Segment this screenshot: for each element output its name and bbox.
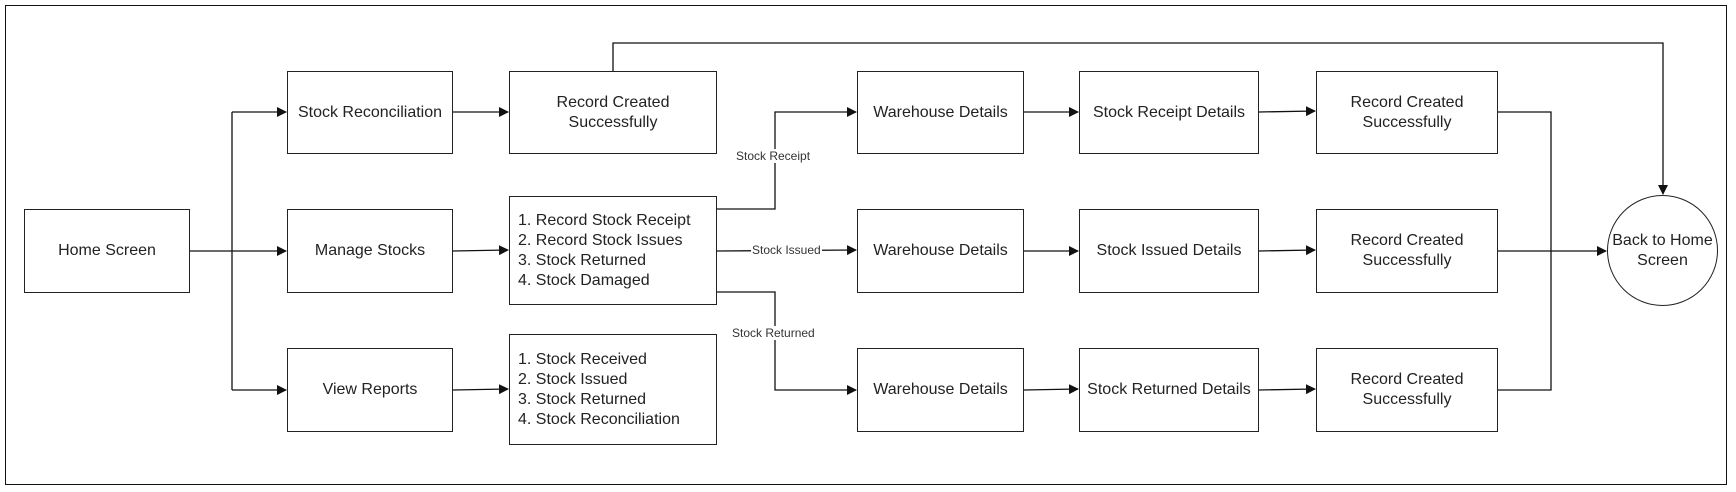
edge-reports-to-menu (452, 384, 509, 395)
list-item: 1. Record Stock Receipt (518, 211, 691, 229)
edge-issued-details-to-record (1258, 245, 1316, 256)
view-reports-node: View Reports (287, 348, 453, 432)
back-to-home-label: Back to Home Screen (1612, 231, 1713, 269)
edge-label-stock-returned: Stock Returned (731, 326, 816, 340)
record-created-top-node: Record Created Successfully (509, 71, 717, 154)
list-item: 3. Stock Returned (518, 390, 647, 408)
manage-stocks-label: Manage Stocks (314, 242, 426, 259)
edge-label-stock-issued: Stock Issued (751, 243, 822, 257)
home-screen-label: Home Screen (58, 242, 156, 259)
warehouse-details-label: Warehouse Details (873, 103, 1008, 121)
record-created-label: Record Created Successfully (1350, 232, 1464, 269)
view-reports-menu-node: 1. Stock Received 2. Stock Issued 3. Sto… (509, 334, 717, 445)
warehouse-details-label: Warehouse Details (873, 242, 1008, 259)
warehouse-details-receipt-node: Warehouse Details (857, 71, 1024, 154)
edge-receipt-details-to-record (1258, 106, 1316, 117)
list-item: 2. Record Stock Issues (518, 231, 683, 249)
list-item: 4. Stock Damaged (518, 271, 650, 289)
stock-receipt-details-label: Stock Receipt Details (1092, 103, 1246, 121)
edge-manage-to-menu (452, 245, 509, 256)
view-reports-menu-list: 1. Stock Received 2. Stock Issued 3. Sto… (518, 350, 680, 430)
list-item: 3. Stock Returned (518, 251, 647, 269)
diagram-frame (5, 5, 1727, 485)
stock-issued-details-node: Stock Issued Details (1079, 209, 1259, 293)
edge-record-to-back-home (612, 42, 1668, 195)
edge-label-stock-receipt: Stock Receipt (735, 149, 812, 163)
view-reports-label: View Reports (322, 381, 418, 398)
stock-reconciliation-label: Stock Reconciliation (297, 103, 443, 121)
list-item: 4. Stock Reconciliation (518, 410, 680, 428)
back-to-home-node: Back to Home Screen (1607, 195, 1718, 306)
list-item: 1. Stock Received (518, 350, 647, 368)
record-created-returned-node: Record Created Successfully (1316, 348, 1498, 432)
warehouse-details-label: Warehouse Details (873, 381, 1008, 398)
record-created-receipt-node: Record Created Successfully (1316, 71, 1498, 154)
edge-menu-returned (717, 291, 857, 395)
edge-returned-details-to-record (1258, 384, 1316, 395)
stock-issued-details-label: Stock Issued Details (1096, 242, 1242, 259)
home-screen-node: Home Screen (24, 209, 190, 293)
record-created-top-label: Record Created Successfully (556, 93, 670, 131)
warehouse-details-returned-node: Warehouse Details (857, 348, 1024, 432)
manage-stocks-menu-node: 1. Record Stock Receipt 2. Record Stock … (509, 196, 717, 305)
stock-returned-details-label: Stock Returned Details (1087, 381, 1251, 398)
stock-reconciliation-node: Stock Reconciliation (287, 71, 453, 154)
record-created-label: Record Created Successfully (1350, 371, 1464, 408)
record-created-label: Record Created Successfully (1350, 93, 1464, 131)
manage-stocks-menu-list: 1. Record Stock Receipt 2. Record Stock … (518, 211, 691, 291)
stock-returned-details-node: Stock Returned Details (1079, 348, 1259, 432)
warehouse-details-issued-node: Warehouse Details (857, 209, 1024, 293)
manage-stocks-node: Manage Stocks (287, 209, 453, 293)
record-created-issued-node: Record Created Successfully (1316, 209, 1498, 293)
stock-receipt-details-node: Stock Receipt Details (1079, 71, 1259, 154)
edge-warehouse-to-returned-details (1023, 384, 1079, 395)
list-item: 2. Stock Issued (518, 370, 628, 388)
